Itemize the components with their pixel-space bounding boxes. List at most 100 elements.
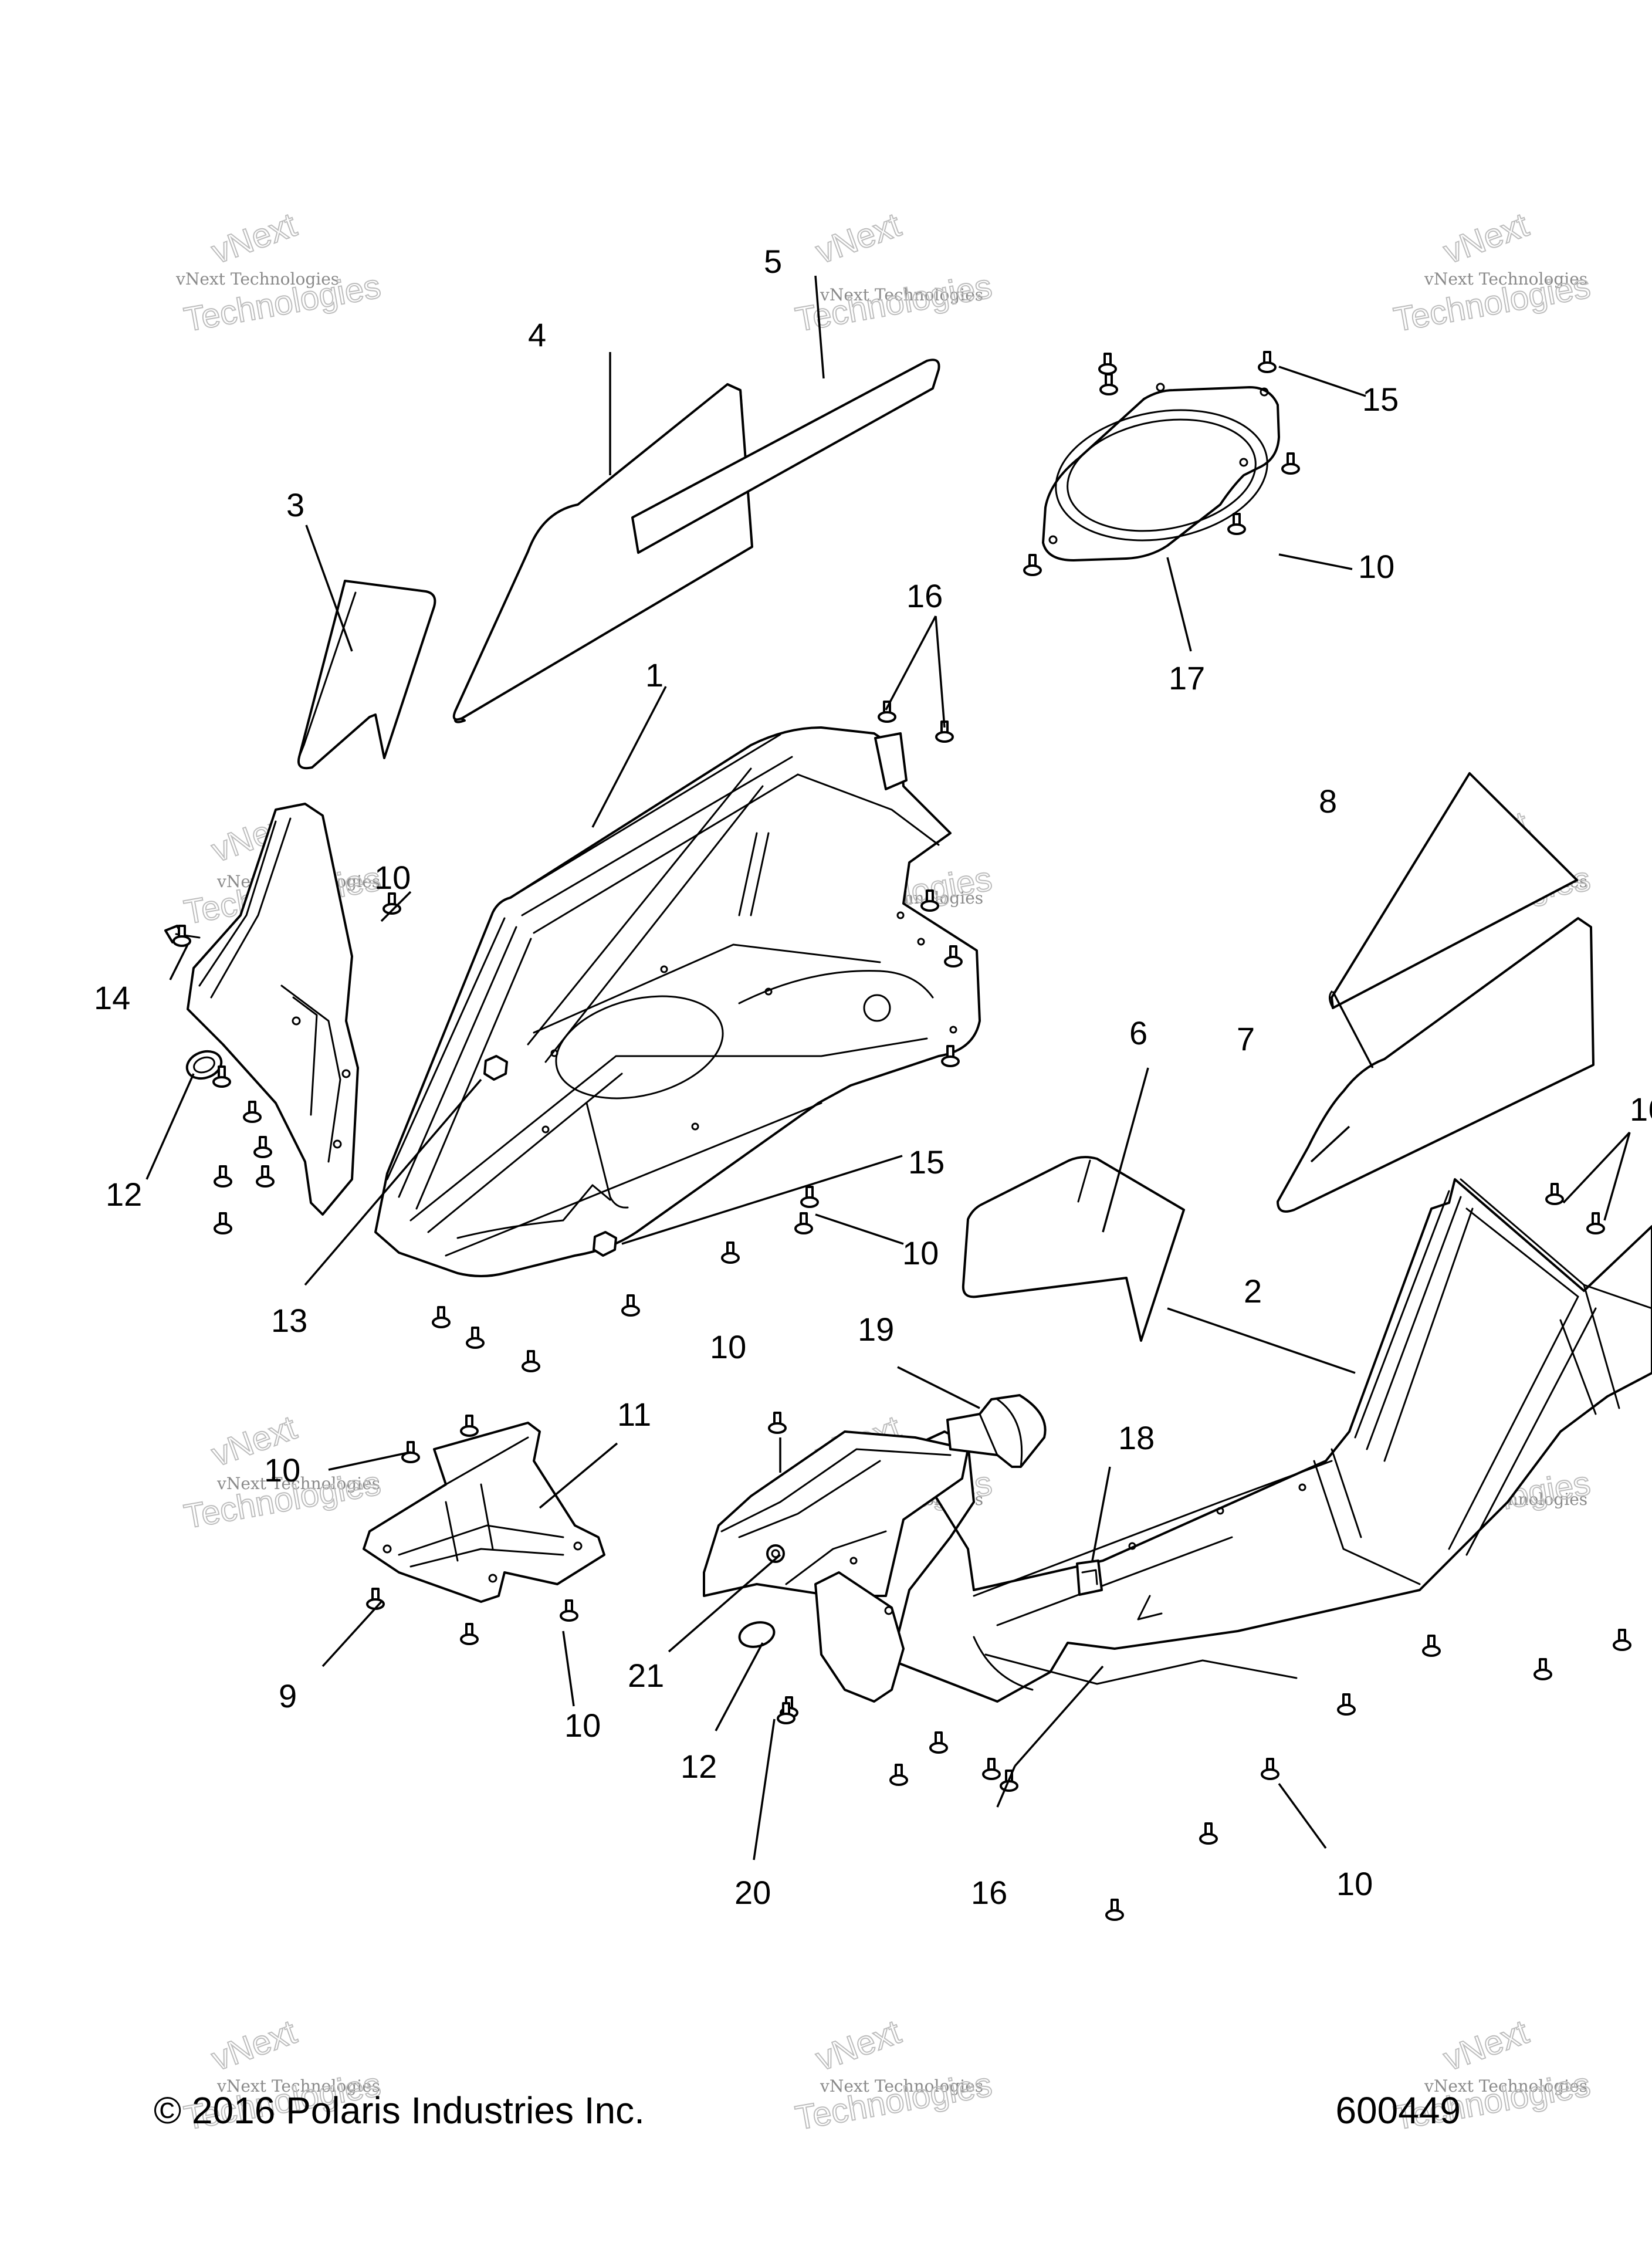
part-21-grommet — [766, 1544, 785, 1563]
fastener — [1023, 554, 1042, 576]
fastener — [214, 1165, 232, 1188]
fastener — [366, 1588, 385, 1610]
fastener — [889, 1764, 908, 1786]
fastener — [256, 1165, 275, 1188]
fastener — [800, 1186, 819, 1208]
callout-7: 7 — [1237, 1020, 1255, 1057]
fastener — [253, 1136, 272, 1158]
svg-text:vNext: vNext — [206, 2012, 302, 2078]
fastener — [1098, 353, 1117, 375]
fastener — [560, 1599, 578, 1622]
part-5-decal — [631, 358, 940, 554]
part-18-clip-nut — [1076, 1559, 1103, 1596]
part-15-nut — [593, 1231, 617, 1257]
fastener — [1422, 1635, 1441, 1657]
fastener — [214, 1212, 232, 1234]
svg-text:vNext Technologies: vNext Technologies — [216, 1474, 380, 1493]
callout-12-left: 12 — [106, 1176, 142, 1213]
fastener — [432, 1306, 451, 1328]
watermark-top-center: vNext vNext Technologies Technologies — [792, 205, 996, 339]
callout-13: 13 — [271, 1302, 307, 1339]
callout-18: 18 — [1118, 1419, 1155, 1456]
part-4-decal — [452, 383, 753, 723]
part-12-plug-left — [185, 1050, 223, 1080]
fastener — [1258, 351, 1277, 373]
fastener — [1199, 1822, 1218, 1845]
callout-labels: 1 2 3 4 5 6 7 8 9 10 10 10 10 10 10 10 1… — [94, 243, 1652, 1911]
part-2-floor-pan — [703, 1178, 1652, 1703]
fastener — [1227, 513, 1246, 535]
fastener — [243, 1101, 262, 1123]
callout-1: 1 — [645, 657, 663, 694]
callout-21: 21 — [628, 1657, 664, 1694]
callout-16-top: 16 — [906, 577, 943, 614]
fastener-group — [172, 351, 1631, 1921]
svg-text:vNext Technologies: vNext Technologies — [175, 269, 339, 289]
fastener — [1105, 1899, 1124, 1921]
leader-lines — [145, 275, 1631, 1860]
part-13-nut — [483, 1055, 508, 1081]
fastener — [941, 1045, 960, 1067]
fastener — [466, 1327, 485, 1349]
watermark-top-right: vNext vNext Technologies Technologies — [1390, 205, 1594, 339]
callout-4: 4 — [528, 316, 546, 353]
watermark-top-left: vNext vNext Technologies Technologies — [175, 205, 384, 339]
fastener — [768, 1412, 787, 1434]
svg-text:Technologies: Technologies — [793, 267, 995, 339]
callout-10-pan-bottom: 10 — [1336, 1865, 1373, 1902]
part-3-decal — [297, 580, 436, 770]
callout-11: 11 — [617, 1396, 651, 1433]
fastener — [944, 945, 963, 967]
callout-5: 5 — [764, 243, 782, 280]
fastener — [172, 925, 191, 947]
fastener — [920, 889, 939, 912]
part-8-decal — [1329, 772, 1578, 1009]
callout-15-pan: 15 — [908, 1144, 945, 1180]
copyright-text: © 2016 Polaris Industries Inc. — [154, 2089, 645, 2132]
fastener — [1586, 1212, 1605, 1234]
part-11-bracket — [363, 1422, 605, 1603]
callout-10-pan: 10 — [902, 1234, 939, 1271]
callout-17: 17 — [1169, 659, 1205, 696]
fastener — [522, 1350, 540, 1372]
fastener — [1337, 1693, 1356, 1716]
svg-text:vNext Technologies: vNext Technologies — [820, 2076, 983, 2096]
svg-text:vNext Technologies: vNext Technologies — [216, 2076, 380, 2096]
part-6-decal — [962, 1156, 1185, 1342]
svg-text:vNext: vNext — [206, 205, 302, 271]
fastener — [1099, 373, 1118, 395]
callout-16-bottom: 16 — [971, 1874, 1007, 1911]
callout-20: 20 — [734, 1874, 771, 1911]
part-7-decal — [1277, 917, 1595, 1213]
callout-12-right: 12 — [681, 1748, 717, 1785]
callout-10-bracket-left: 10 — [264, 1452, 300, 1489]
part-12-plug-right — [738, 1621, 776, 1648]
callout-6: 6 — [1129, 1014, 1147, 1051]
svg-text:vNext: vNext — [1438, 2012, 1533, 2078]
callout-9: 9 — [279, 1677, 297, 1714]
part-19-clip — [946, 1394, 1047, 1468]
watermark-bottom-center: vNext vNext Technologies Technologies — [792, 2012, 996, 2137]
part-17-gasket — [1042, 383, 1280, 561]
fastener — [1613, 1629, 1631, 1651]
svg-text:vNext Technologies: vNext Technologies — [1424, 269, 1587, 289]
part-1-floor-pan — [187, 726, 981, 1277]
fastener — [212, 1065, 231, 1088]
callout-10-bracket-bottom: 10 — [564, 1707, 601, 1744]
svg-text:vNext: vNext — [1438, 205, 1533, 271]
fastener — [878, 701, 896, 723]
fastener — [935, 720, 954, 743]
fastener — [460, 1623, 479, 1645]
svg-text:vNext: vNext — [811, 2012, 906, 2078]
callout-10-fastener: 10 — [710, 1328, 746, 1365]
callout-14: 14 — [94, 979, 130, 1016]
fastener — [1281, 452, 1300, 475]
callout-16-right: 16 — [1630, 1091, 1652, 1128]
callout-15-gasket: 15 — [1362, 381, 1399, 418]
fastener — [1545, 1183, 1564, 1205]
fastener — [460, 1415, 479, 1437]
fastener — [621, 1294, 640, 1317]
callout-3: 3 — [286, 486, 304, 523]
callout-10-bracket: 10 — [374, 859, 411, 896]
